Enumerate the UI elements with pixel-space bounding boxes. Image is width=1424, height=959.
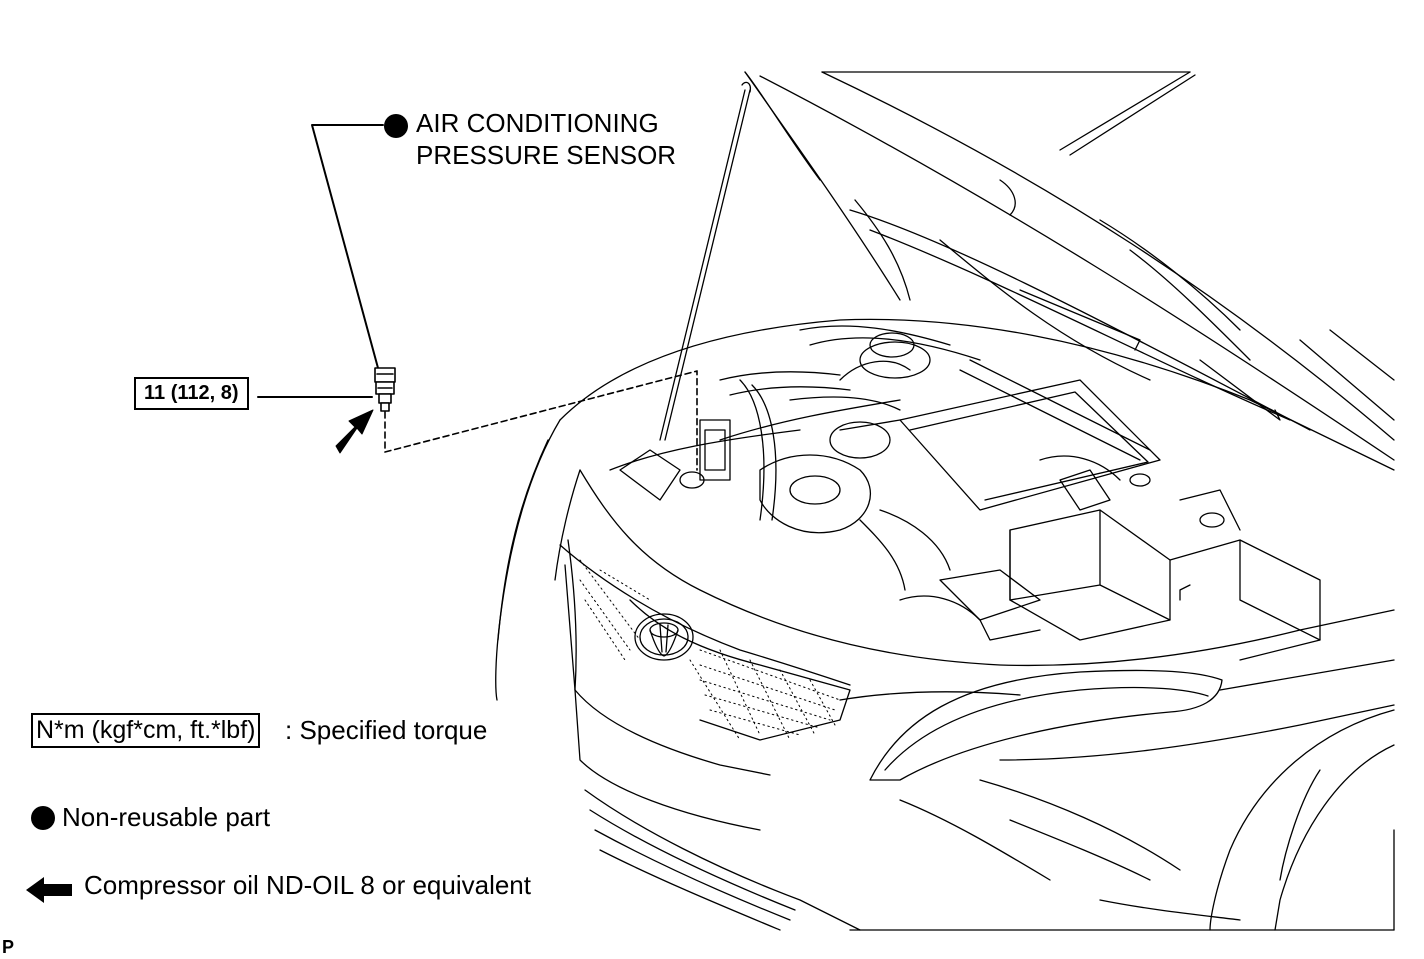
filled-arrow-icon [26,877,72,903]
torque-unit-box: N*m (kgf*cm, ft.*lbf) [31,713,261,748]
oil-legend-text: Compressor oil ND-OIL 8 or equivalent [84,870,531,900]
filled-circle-icon [31,806,55,830]
front-end-body [495,419,1395,931]
sensor-leader-lines [257,124,698,471]
oil-application-arrow-icon [335,409,374,454]
part-name: AIR CONDITIONING PRESSURE SENSOR [416,107,676,171]
nonreusable-legend-text: Non-reusable part [62,802,271,832]
pressure-sensor-icon [374,367,396,412]
hood-outline [744,71,1395,461]
torque-spec-box: 11 (112, 8) [134,377,249,410]
part-name-line2: PRESSURE SENSOR [416,140,677,170]
grille-mesh [579,559,841,741]
emblem [634,613,694,661]
corner-mark: P [2,937,15,957]
torque-legend-desc: : Specified torque [285,715,488,745]
hood-prop-rod [659,81,752,441]
part-callout-bullet-icon [384,114,408,138]
part-name-line1: AIR CONDITIONING [416,108,659,138]
engine-compartment [559,318,1395,661]
